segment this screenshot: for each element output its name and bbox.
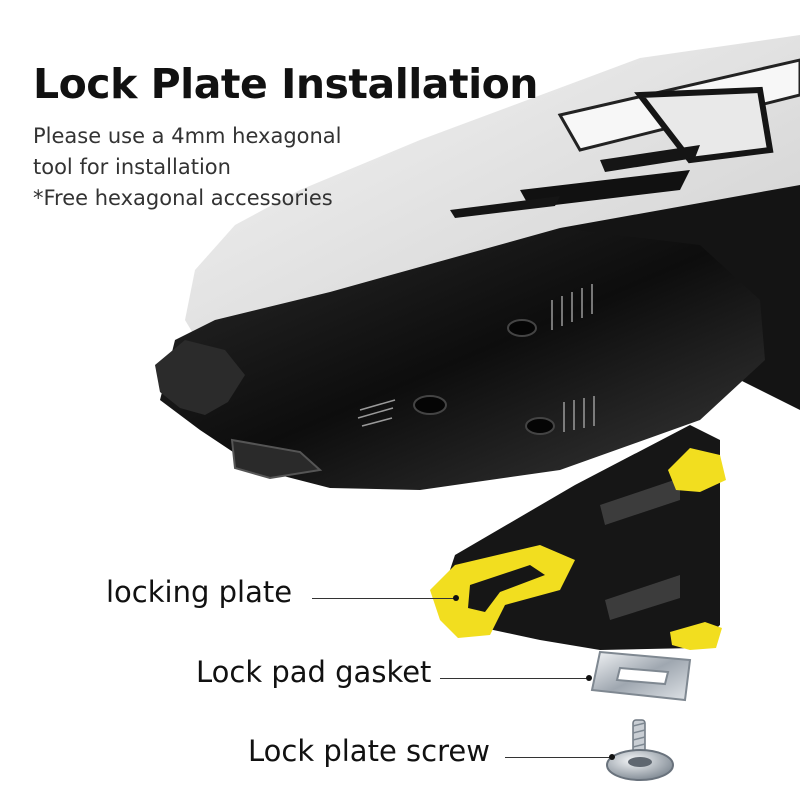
cleat-mount-holes xyxy=(413,319,555,435)
cycling-shoe xyxy=(155,35,800,490)
lock-plate-screw xyxy=(606,719,674,781)
upper-stripe-1 xyxy=(520,170,690,208)
page-title: Lock Plate Installation xyxy=(33,60,538,108)
upper-black-panel xyxy=(634,86,774,164)
toe-bumper xyxy=(155,340,245,415)
leader-locking-plate xyxy=(312,598,457,599)
leader-dot-gasket xyxy=(586,675,592,681)
cleat-yellow-back-bottom xyxy=(670,622,722,650)
cleat-yellow-front-inner xyxy=(468,565,545,612)
leader-screw xyxy=(505,757,613,758)
leader-dot-screw xyxy=(609,754,615,760)
instruction-line-2: tool for installation xyxy=(33,155,231,179)
instruction-line-1: Please use a 4mm hexagonal xyxy=(33,124,342,148)
leader-dot-locking-plate xyxy=(453,595,459,601)
lock-pad-gasket xyxy=(590,650,692,702)
cleat-rail-bottom xyxy=(605,575,680,620)
leader-gasket xyxy=(440,678,590,679)
upper-stripe-3 xyxy=(600,145,700,172)
cleat-yellow-back-top xyxy=(668,448,726,492)
upper-stripe-2 xyxy=(450,196,560,218)
locking-plate-cleat xyxy=(430,425,726,650)
instruction-line-3: *Free hexagonal accessories xyxy=(33,186,333,210)
label-lock-plate-screw: Lock plate screw xyxy=(248,734,490,768)
sole-vent xyxy=(230,438,323,480)
sole-scale-marks xyxy=(357,284,595,432)
label-lock-pad-gasket: Lock pad gasket xyxy=(196,655,432,689)
cleat-rail-top xyxy=(600,478,680,525)
label-locking-plate: locking plate xyxy=(106,575,293,609)
shoe-sole xyxy=(160,228,765,490)
cleat-yellow-front xyxy=(430,545,575,638)
